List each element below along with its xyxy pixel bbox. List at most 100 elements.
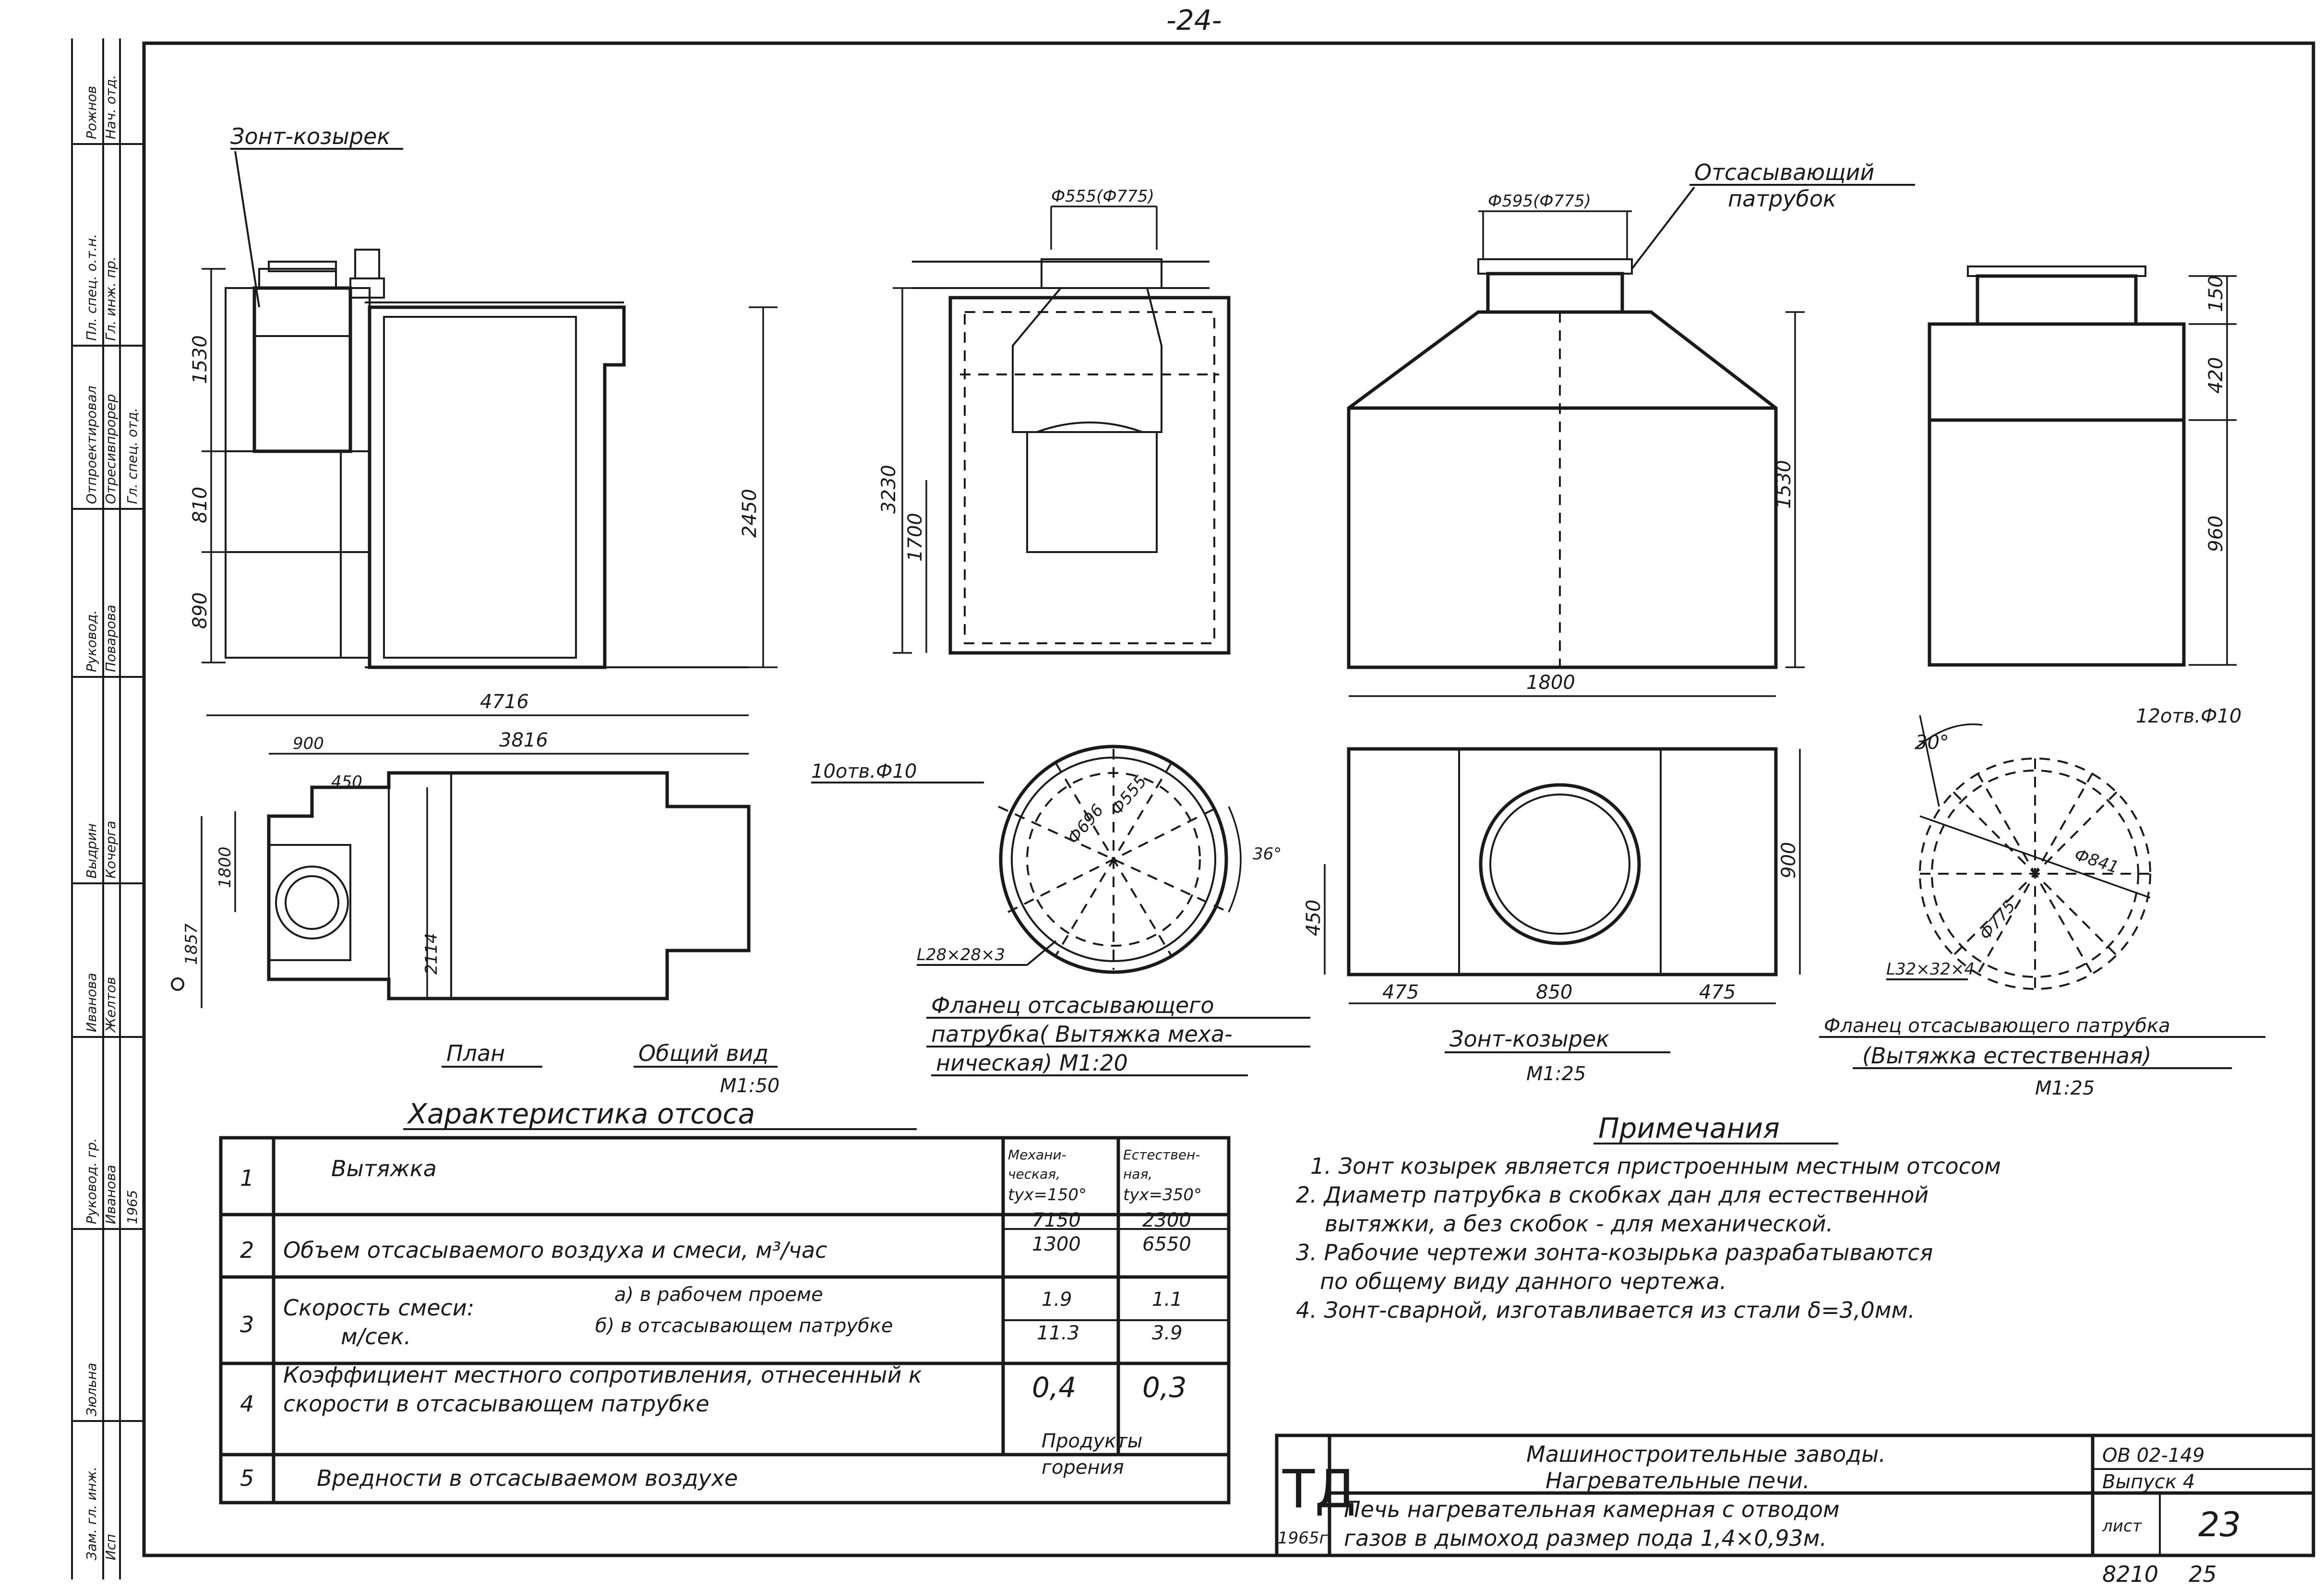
row4-label-b: скорости в отсасывающем патрубке <box>283 1391 709 1417</box>
flange-nat-caption-2: (Вытяжка естественная) <box>1862 1043 2151 1069</box>
dim-h3: 890 <box>189 592 211 629</box>
row5-n: 5 <box>240 1465 254 1491</box>
hood-elevation: Отсасывающий патрубок Ф595(Ф775) 1530 18… <box>1347 159 1915 697</box>
hood-plan-half: 450 <box>1303 900 1325 936</box>
hood-width: 1800 <box>1526 672 1575 694</box>
notes: Примечания 1. Зонт козырек является прис… <box>1296 1112 2001 1323</box>
title-block: ТД 1965г. Машиностроительные заводы. Наг… <box>1275 1433 2315 1587</box>
hood-scale: М1:25 <box>1526 1063 1586 1085</box>
general-view: Зонт-козырек 1530 810 890 2450 <box>189 123 778 669</box>
row3-label-b: м/сек. <box>341 1324 411 1349</box>
row2-mech-2: 1300 <box>1032 1233 1081 1255</box>
title-year: 1965г. <box>1278 1529 1333 1548</box>
stamp-17: Нач. отд. <box>103 75 119 139</box>
flange-mech-angle: 36° <box>1253 844 1282 864</box>
page-number: -24- <box>1166 4 1222 36</box>
sheet-frame <box>142 41 2315 1557</box>
hood-caption: Зонт-козырек <box>1450 1026 1609 1052</box>
col-nat-3: tух=350° <box>1123 1185 1202 1205</box>
row3-label-a: Скорость смеси: <box>283 1295 474 1321</box>
row1-label: Вытяжка <box>331 1156 437 1181</box>
row3-mech-1: 1.9 <box>1042 1289 1072 1311</box>
stamp-12: Желтов <box>103 977 119 1033</box>
flange-mech-circle: 10отв.Ф10 Ф696 Ф555 36° L28×28×3 Фланец … <box>811 745 1310 1076</box>
row3-sub-b: б) в отсасывающем патрубке <box>595 1315 893 1337</box>
row2-n: 2 <box>240 1237 254 1263</box>
hood-plan-left: 475 <box>1382 981 1419 1003</box>
stamp-column: Зам. гл. инж. Зюльна Руковод. гр. Иванов… <box>71 38 144 1579</box>
flange-nat-holes: 12отв.Ф10 <box>2136 705 2241 727</box>
stamp-5: Выдрин <box>84 823 99 879</box>
flange-nat-dim-top: 150 <box>2205 276 2227 312</box>
row4-n: 4 <box>240 1391 254 1417</box>
note-5: по общему виду данного чертежа. <box>1320 1268 1726 1294</box>
dim-h1: 1530 <box>189 335 211 384</box>
flange-mech-caption-3: ническая) М1:20 <box>936 1050 1128 1076</box>
hood-plan-mid: 850 <box>1536 981 1572 1003</box>
dim-plan-total: 4716 <box>480 691 529 713</box>
row3-nat-1: 1.1 <box>1152 1289 1183 1311</box>
plan-view: 4716 3816 900 450 1800 1857 2114 План Об… <box>171 691 779 1097</box>
stamp-3: Руковод. гр. <box>84 1138 99 1224</box>
row1-n: 1 <box>240 1165 254 1191</box>
stamp-16: Гл. инж. пр. <box>103 256 119 341</box>
stamp-10: Исп <box>103 1534 119 1560</box>
col-nat-2: ная, <box>1123 1166 1152 1182</box>
flange-nat-caption-1: Фланец отсасывающего патрубка <box>1824 1015 2170 1037</box>
flange-nat-dim-low: 960 <box>2205 516 2227 552</box>
stamp-14: Поварова <box>103 605 119 672</box>
table-title: Характеристика отсоса <box>407 1097 755 1130</box>
hood-pipe-label-1: Отсасывающий <box>1694 159 1874 185</box>
title-sheet-number: 23 <box>2198 1505 2241 1544</box>
stamp-2: Зюльна <box>84 1363 99 1416</box>
title-logo: ТД <box>1282 1458 1356 1520</box>
characteristics-table: Характеристика отсоса 1 Вытяжка Механи- … <box>219 1097 1231 1505</box>
title-code-2: 25 <box>2189 1561 2217 1587</box>
stamp-year: 1965 <box>124 1190 140 1224</box>
flange-nat-circle: 12отв.Ф10 30° Ф841 Ф775 L32×32×4 Фланец … <box>1819 705 2265 1099</box>
title-line-1: Машиностроительные заводы. <box>1526 1441 1886 1467</box>
row2-nat-1: 2300 <box>1142 1209 1191 1231</box>
flange-nat-elevation: 150 420 960 <box>1928 265 2237 667</box>
stamp-18: Гл. спец. отд. <box>124 408 140 504</box>
notes-title: Примечания <box>1598 1112 1780 1144</box>
row3-nat-2: 3.9 <box>1152 1322 1183 1344</box>
dim-h2: 810 <box>189 487 211 523</box>
dim-plan-left: 900 <box>293 734 324 753</box>
flange-nat-angle: 30° <box>1915 732 1949 754</box>
title-line-3: Печь нагревательная камерная с отводом <box>1344 1496 1840 1522</box>
flange-mech-top-label: Ф555(Ф775) <box>1051 187 1154 206</box>
dim-plan-inner: 3816 <box>499 729 548 751</box>
stamp-6: Руковод. <box>84 610 99 672</box>
row3-n: 3 <box>240 1312 254 1337</box>
row3-mech-2: 11.3 <box>1037 1322 1079 1344</box>
general-caption: Общий вид <box>638 1040 768 1066</box>
flange-nat-profile: L32×32×4 <box>1886 960 1975 979</box>
col-mech-1: Механи- <box>1008 1147 1066 1163</box>
col-mech-3: tух=150° <box>1008 1185 1087 1205</box>
note-2: 2. Диаметр патрубка в скобках дан для ес… <box>1296 1182 1929 1208</box>
hood-top-label: Ф595(Ф775) <box>1488 192 1591 211</box>
row4-nat: 0,3 <box>1142 1371 1186 1404</box>
hood-pipe-label-2: патрубок <box>1728 186 1836 212</box>
stamp-15: Отресивпрорер <box>103 394 119 504</box>
stamp-13: Кочерга <box>103 821 119 879</box>
row4-mech: 0,4 <box>1032 1371 1076 1404</box>
note-3: вытяжки, а без скобок - для механической… <box>1325 1211 1833 1237</box>
hood-height: 1530 <box>1773 460 1795 509</box>
row3-sub-a: а) в рабочем проеме <box>614 1284 823 1306</box>
row5-merged-1: Продукты <box>1042 1430 1142 1452</box>
note-6: 4. Зонт-сварной, изготавливается из стал… <box>1296 1297 1915 1323</box>
col-mech-2: ческая, <box>1008 1166 1060 1182</box>
stamp-1: Зам. гл. инж. <box>84 1467 99 1560</box>
flange-mech-h-total: 3230 <box>878 465 900 514</box>
stamp-8: Пл. спец. о.т.н. <box>84 234 99 341</box>
title-line-4: газов в дымоход размер пода 1,4×0,93м. <box>1344 1525 1827 1551</box>
flange-nat-dim-mid: 420 <box>2205 357 2227 394</box>
row5-label: Вредности в отсасываемом воздухе <box>317 1465 738 1491</box>
row2-mech-1: 7150 <box>1032 1209 1081 1231</box>
label-hood: Зонт-козырек <box>230 123 390 149</box>
dim-h-total: 2450 <box>739 489 761 538</box>
hood-plan-right: 475 <box>1699 981 1736 1003</box>
